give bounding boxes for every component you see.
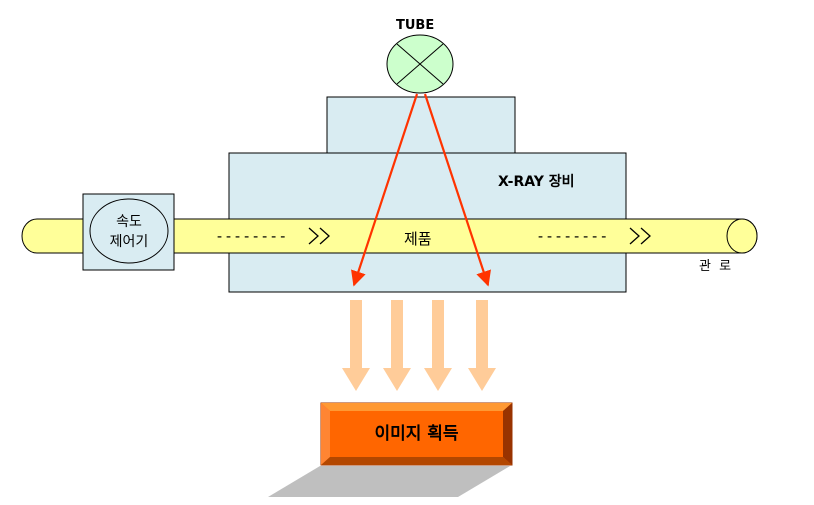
image-acquisition-box [320,402,513,466]
product-label: 제품 [404,230,432,248]
down-arrow [383,300,411,391]
speed-controller-label: 속도 제어기 [90,212,168,252]
image-box-shadow [268,466,510,497]
pipe-end [726,218,758,254]
speed-controller-dial [89,198,169,264]
projection-arrows [342,300,496,391]
speed-controller-label-line1: 속도 [116,214,142,230]
flow-dashes-left: -------- [215,227,288,245]
xray-beam-left [351,93,419,287]
xray-device-label: X-RAY 장비 [498,174,575,190]
flow-chevrons-right [629,227,651,245]
speed-controller-label-line2: 제어기 [109,234,149,250]
flow-dashes-right: -------- [536,227,609,245]
xray-beam-right [423,93,491,287]
down-arrow [468,300,496,391]
flow-chevrons-left [308,227,330,245]
tube-label: TUBE [396,18,435,33]
image-acquisition-label: 이미지 획득 [374,424,459,444]
xray-device-top-block [326,96,516,154]
down-arrow [424,300,452,391]
down-arrow [342,300,370,391]
pipeline-label: 관 로 [699,259,734,274]
